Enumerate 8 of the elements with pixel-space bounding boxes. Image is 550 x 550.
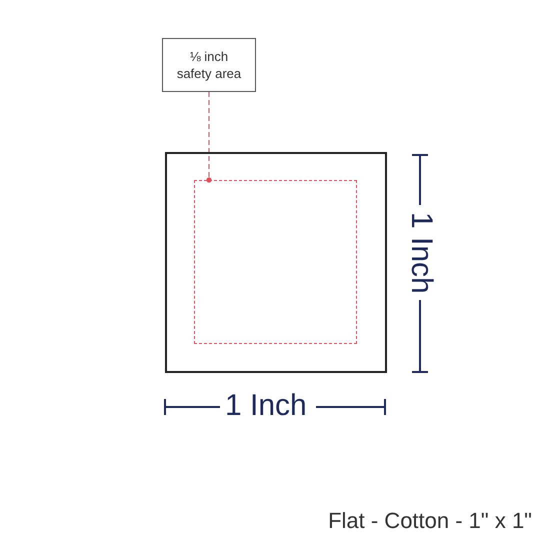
- callout-text: ⅛ inch safety area: [176, 48, 242, 82]
- safety-area-outline: [194, 180, 356, 344]
- product-caption: Flat - Cotton - 1" x 1": [328, 508, 532, 534]
- callout-box: [162, 38, 256, 92]
- product-outline: [165, 152, 387, 373]
- dimension-label: 1 Inch: [225, 388, 307, 424]
- leader-line: [206, 92, 212, 183]
- dimension-label: 1 Inch: [404, 212, 439, 294]
